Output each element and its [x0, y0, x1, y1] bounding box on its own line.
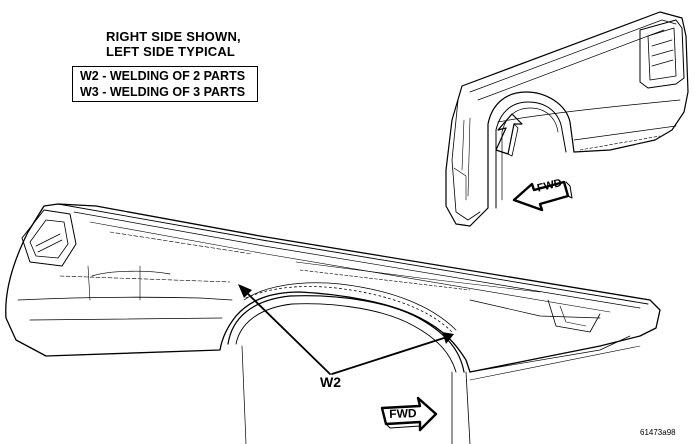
leader-arrowhead-left	[238, 284, 252, 298]
inset-up-arrow-icon	[495, 113, 523, 157]
inset-fwd-arrow-icon	[512, 180, 573, 212]
w2-leader-lines	[238, 284, 454, 375]
figure-code: 61473a98	[640, 428, 676, 437]
main-fwd-arrow-icon	[380, 396, 438, 432]
inset-quarter-panel	[445, 11, 689, 227]
legend-w3: W3 - WELDING OF 3 PARTS	[80, 85, 246, 99]
note-left-side-typical: LEFT SIDE TYPICAL	[106, 44, 236, 59]
leader-arrowhead-right	[442, 332, 454, 344]
main-fwd-label: FWD	[389, 406, 417, 421]
weld-callout-label: W2	[320, 374, 341, 390]
main-quarter-panel	[5, 203, 661, 444]
legend-w2: W2 - WELDING OF 2 PARTS	[80, 69, 246, 83]
weld-legend-box: W2 - WELDING OF 2 PARTS W3 - WELDING OF …	[72, 66, 258, 102]
note-right-side-shown: RIGHT SIDE SHOWN,	[106, 29, 241, 44]
